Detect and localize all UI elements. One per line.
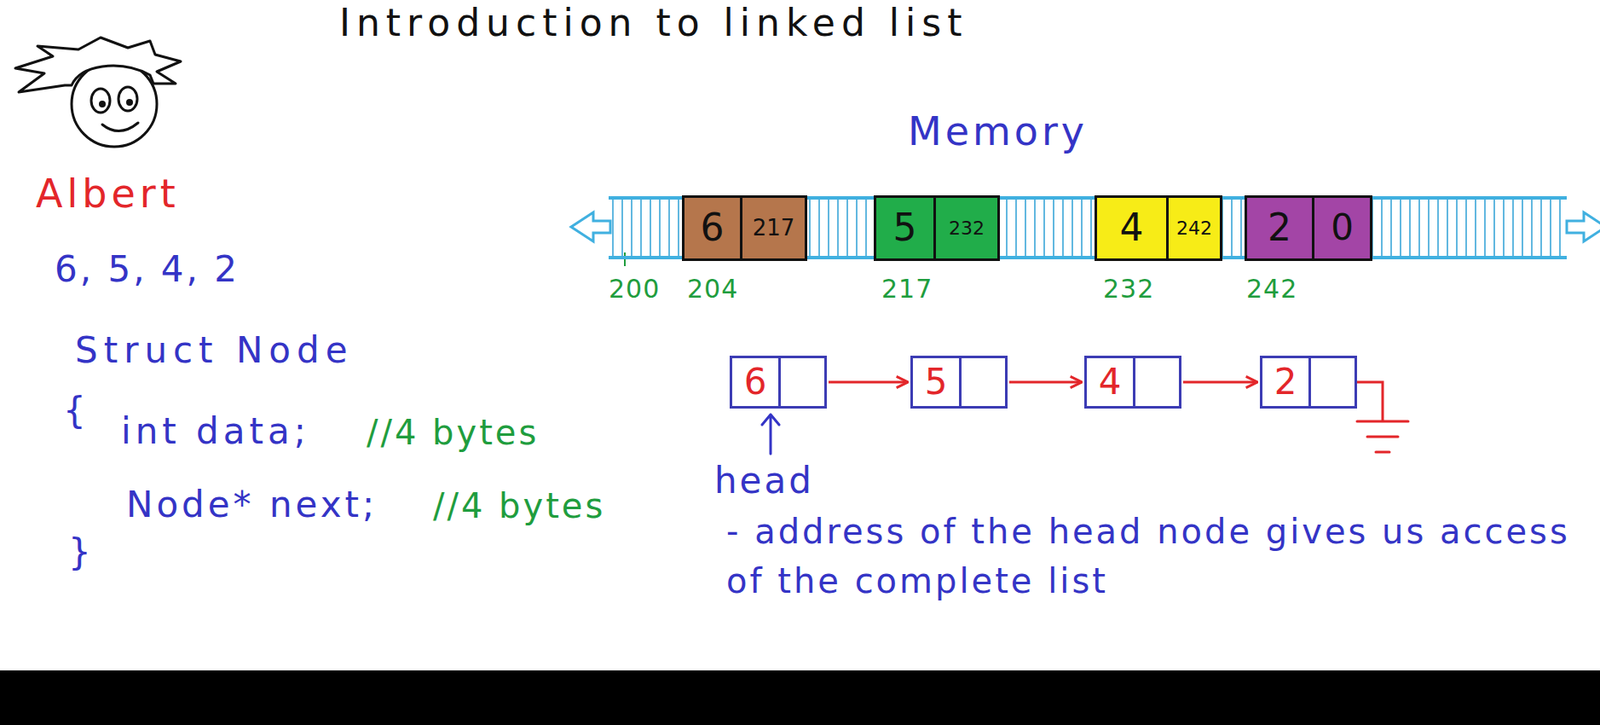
label-wrap: head: [714, 460, 815, 502]
memory-block: 5 232: [873, 195, 1000, 261]
bottom-band: [0, 670, 1600, 725]
memory-value-cell: 232: [933, 197, 998, 259]
head-pointer-arrow: [762, 414, 780, 454]
next-address: 242: [1176, 217, 1213, 239]
title-wrap: Introduction to linked list: [339, 1, 968, 46]
pupil: [126, 98, 133, 106]
band-arrow: [571, 212, 611, 242]
label-wrap: //4 bytes: [433, 485, 606, 526]
label-wrap: 6, 5, 4, 2: [54, 248, 240, 290]
label-wrap: 204: [687, 274, 739, 305]
pointer-cell: [1308, 358, 1355, 406]
memory-value-cell: 2: [1247, 197, 1312, 259]
next-address: 232: [948, 217, 985, 239]
pupil: [98, 100, 106, 108]
pointer-label: head: [714, 460, 815, 502]
memory-value-cell: 242: [1166, 197, 1220, 259]
hair: [15, 37, 181, 93]
label-wrap: int data;: [121, 410, 311, 452]
label-wrap: Struct Node: [75, 329, 354, 371]
memory-heading: Memory: [907, 109, 1088, 155]
memory-address: 242: [1246, 274, 1298, 305]
smile: [102, 122, 139, 132]
memory-address: 200: [608, 274, 660, 305]
data-cell: 2: [1262, 358, 1309, 406]
code-comment: //4 bytes: [433, 485, 606, 526]
label-wrap: 242: [1246, 274, 1298, 305]
person-name: Albert: [35, 171, 180, 217]
label-wrap: //4 bytes: [366, 412, 539, 452]
list-node: 4: [1084, 355, 1182, 409]
memory-block: 4 242: [1094, 195, 1223, 261]
pointer-cell: [778, 358, 825, 406]
memory-block: 20: [1244, 195, 1373, 261]
label-wrap: Node* next;: [126, 484, 378, 526]
label-wrap: 217: [881, 274, 933, 305]
node-value: 6: [744, 361, 768, 403]
node-value: 2: [1274, 361, 1298, 403]
pointer-cell: [1132, 358, 1179, 406]
memory-band-edge: [608, 197, 1567, 258]
memory-address: 232: [1103, 274, 1155, 305]
memory-value-cell: 217: [739, 197, 805, 259]
pointer-cell: [958, 358, 1006, 406]
data-cell: 5: [912, 358, 959, 406]
node-value: 5: [893, 206, 918, 250]
heading-wrap: Memory: [907, 109, 1088, 155]
note: - address of the head node gives us acce…: [726, 506, 1571, 606]
list-node: 5: [910, 355, 1008, 409]
pointer-arrow: [828, 381, 908, 384]
pointer-arrow: [1009, 381, 1082, 384]
node-value: 4: [1098, 361, 1122, 403]
code-line: int data;: [121, 410, 311, 452]
eye: [91, 88, 110, 113]
code-line: Node* next;: [126, 484, 378, 526]
brace: }: [68, 531, 92, 573]
memory-value-cell: 5: [876, 197, 934, 259]
label-wrap: 200: [608, 274, 660, 305]
title: Introduction to linked list: [339, 1, 968, 46]
node-value: 2: [1267, 206, 1292, 250]
label-wrap: Albert: [35, 171, 180, 217]
label-wrap: - address of the head node gives us acce…: [726, 506, 1571, 606]
memory-value-cell: 6: [684, 197, 740, 259]
face-outline: [71, 61, 157, 147]
node-value: 6: [700, 206, 725, 250]
label-wrap: }: [68, 531, 92, 573]
memory-block: 6 217: [681, 195, 808, 261]
data-cell: 4: [1086, 358, 1133, 406]
memory-address: 217: [881, 274, 933, 305]
node-value: 5: [924, 361, 948, 403]
pointer-arrow: [1183, 381, 1258, 384]
data-cell: 6: [732, 358, 779, 406]
list-node: 6: [729, 355, 827, 409]
label-wrap: 232: [1103, 274, 1155, 305]
code-line: Struct Node: [75, 329, 354, 371]
cartoon-face: [15, 37, 181, 147]
memory-address: 204: [687, 274, 739, 305]
brace: {: [63, 390, 87, 432]
next-address: 217: [752, 215, 796, 242]
list-node: 2: [1259, 355, 1358, 409]
memory-value-cell: 4: [1097, 197, 1167, 259]
band-arrow: [1566, 212, 1600, 242]
next-address: 0: [1330, 207, 1354, 249]
memory-band: Memory62175232424220: [571, 195, 1600, 261]
number-list: 6, 5, 4, 2: [54, 248, 240, 290]
memory-value-cell: 0: [1311, 197, 1370, 259]
label-wrap: {: [63, 390, 87, 432]
code-comment: //4 bytes: [366, 412, 539, 452]
node-value: 4: [1120, 206, 1144, 250]
eye: [118, 86, 138, 111]
